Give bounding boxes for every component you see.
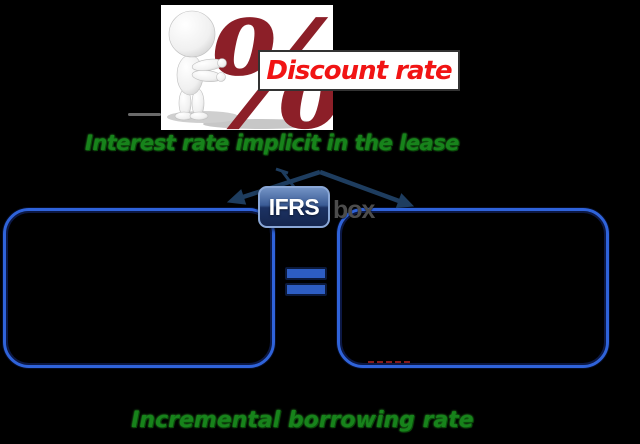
person-icon [168,10,227,121]
ifrs-logo: IFRS [258,186,330,228]
equals-bar-bottom [285,283,327,296]
percent-shadow [203,119,319,129]
equals-sign [285,267,327,299]
ifrs-logo-text: IFRS [268,193,320,220]
heading-incremental-rate: Incremental borrowing rate [131,408,474,433]
ifrs-logo-box-text: box [333,196,375,224]
heading-implicit-rate: Interest rate implicit in the lease [85,131,459,155]
discount-rate-callout: Discount rate [258,50,460,91]
discount-rate-label: Discount rate [266,55,452,86]
rate-box-left [3,208,275,368]
rate-box-right [337,208,609,368]
dashed-line [368,361,410,363]
equals-bar-top [285,267,327,280]
shadow-streak [128,113,161,116]
